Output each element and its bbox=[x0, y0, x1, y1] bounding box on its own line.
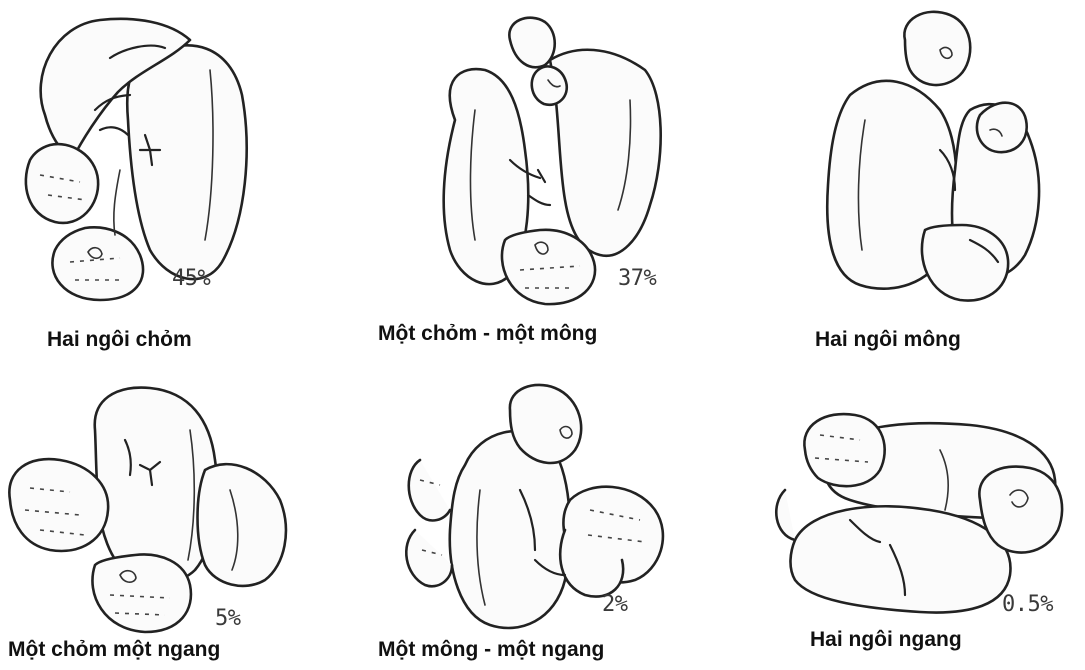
percent-label: 5% bbox=[215, 606, 241, 631]
panel-two-vertex: 45% Hai ngôi chỏm bbox=[0, 0, 340, 320]
panel-two-breech: Hai ngôi mông bbox=[740, 0, 1085, 320]
percent-label: 2% bbox=[602, 592, 628, 617]
twins-breech-breech-illustration bbox=[740, 0, 1085, 320]
percent-label: 45% bbox=[172, 266, 210, 291]
caption: Một mông - một ngang bbox=[378, 638, 604, 662]
caption: Hai ngôi chỏm bbox=[47, 328, 192, 352]
panel-two-transverse: 0.5% Hai ngôi ngang bbox=[740, 370, 1085, 670]
twins-vertex-breech-illustration bbox=[360, 0, 720, 320]
twins-vertex-transverse-illustration bbox=[0, 370, 340, 670]
caption: Một chỏm - một mông bbox=[378, 322, 597, 346]
caption: Một chỏm một ngang bbox=[8, 638, 220, 662]
twins-vertex-vertex-illustration bbox=[0, 0, 340, 320]
percent-label: 37% bbox=[618, 266, 656, 291]
percent-label: 0.5% bbox=[1002, 592, 1053, 617]
caption: Hai ngôi mông bbox=[815, 328, 961, 352]
panel-breech-transverse: 2% Một mông - một ngang bbox=[360, 370, 720, 670]
twins-transverse-transverse-illustration bbox=[740, 370, 1085, 670]
twins-breech-transverse-illustration bbox=[360, 370, 720, 670]
panel-vertex-breech: 37% Một chỏm - một mông bbox=[360, 0, 720, 320]
caption: Hai ngôi ngang bbox=[810, 628, 962, 652]
panel-vertex-transverse: 5% Một chỏm một ngang bbox=[0, 370, 340, 670]
